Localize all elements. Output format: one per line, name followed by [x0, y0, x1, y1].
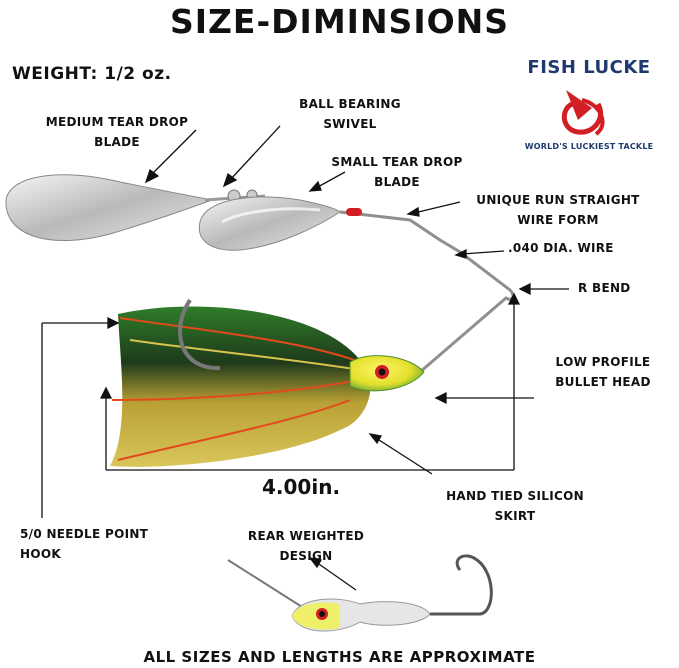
page-title: SIZE-DIMINSIONS	[169, 2, 510, 41]
rear-weighted-head-inset	[227, 554, 493, 632]
red-bead	[346, 208, 362, 216]
callout-arrows	[41, 125, 569, 591]
brand-name: FISH LUCKE	[527, 57, 651, 78]
length-measurement: 4.00in.	[262, 475, 341, 499]
footer-note: ALL SIZES AND LENGTHS ARE APPROXIMATE	[143, 648, 536, 666]
small-tear-drop-blade	[198, 196, 341, 251]
weight-label: WEIGHT: 1/2 oz.	[12, 64, 172, 84]
wire-form	[339, 208, 515, 374]
label-wire-diameter: .040 DIA. WIRE	[508, 241, 614, 255]
bullet-head	[349, 355, 425, 392]
red-double-hook-logo-icon	[561, 90, 605, 136]
medium-tear-drop-blade	[5, 174, 214, 241]
hand-tied-silicon-skirt	[110, 306, 371, 467]
brand-tagline: WORLD'S LUCKIEST TACKLE	[524, 142, 654, 151]
label-r-bend: R BEND	[578, 281, 631, 295]
needle-point-hook	[178, 298, 221, 371]
